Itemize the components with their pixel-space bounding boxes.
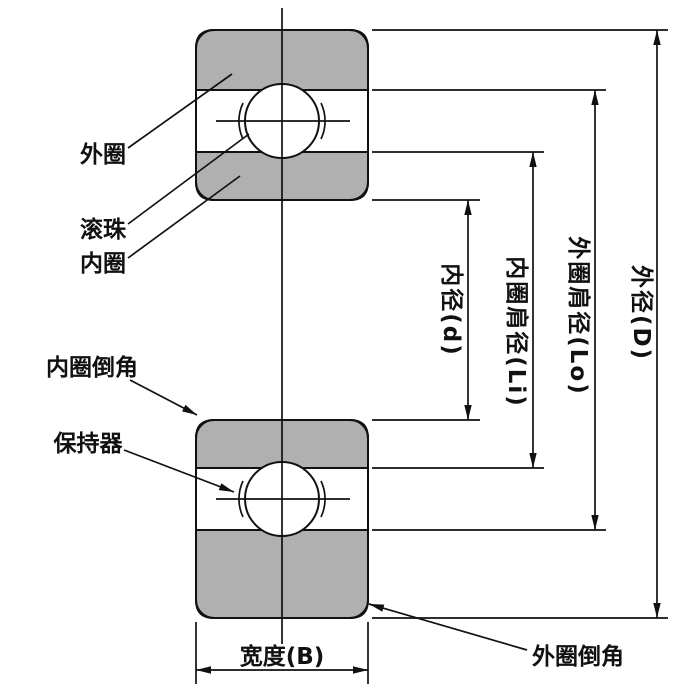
inner-shoulder-dimension-label: 内圈肩径(Li) bbox=[503, 256, 530, 408]
ball-label: 滚珠 bbox=[80, 216, 127, 243]
outer-ring-label: 外圈 bbox=[80, 141, 126, 168]
outer-ring-chamfer-label: 外圈倒角 bbox=[532, 643, 624, 670]
inner-ring-label: 内圈 bbox=[80, 251, 126, 277]
ball-leader-line bbox=[127, 133, 250, 225]
inner-ring-leader-line bbox=[127, 175, 241, 259]
outer-shoulder-dimension-label: 外圈肩径(Lo) bbox=[565, 236, 592, 395]
outer-diameter-dimension-label: 外径(D) bbox=[628, 265, 655, 361]
inner-ring-chamfer-label: 内圈倒角 bbox=[46, 354, 138, 381]
bore-dimension-label: 内径(d) bbox=[438, 263, 464, 357]
outer-ring-chamfer-arrow bbox=[368, 603, 528, 651]
cage-arrow bbox=[123, 449, 235, 493]
cage-label: 保持器 bbox=[53, 430, 124, 457]
inner-ring-chamfer-arrow bbox=[129, 379, 198, 416]
outer-ring-leader-line bbox=[127, 73, 233, 149]
width-dimension-label: 宽度(B) bbox=[240, 643, 325, 670]
width-label-background bbox=[236, 644, 328, 669]
